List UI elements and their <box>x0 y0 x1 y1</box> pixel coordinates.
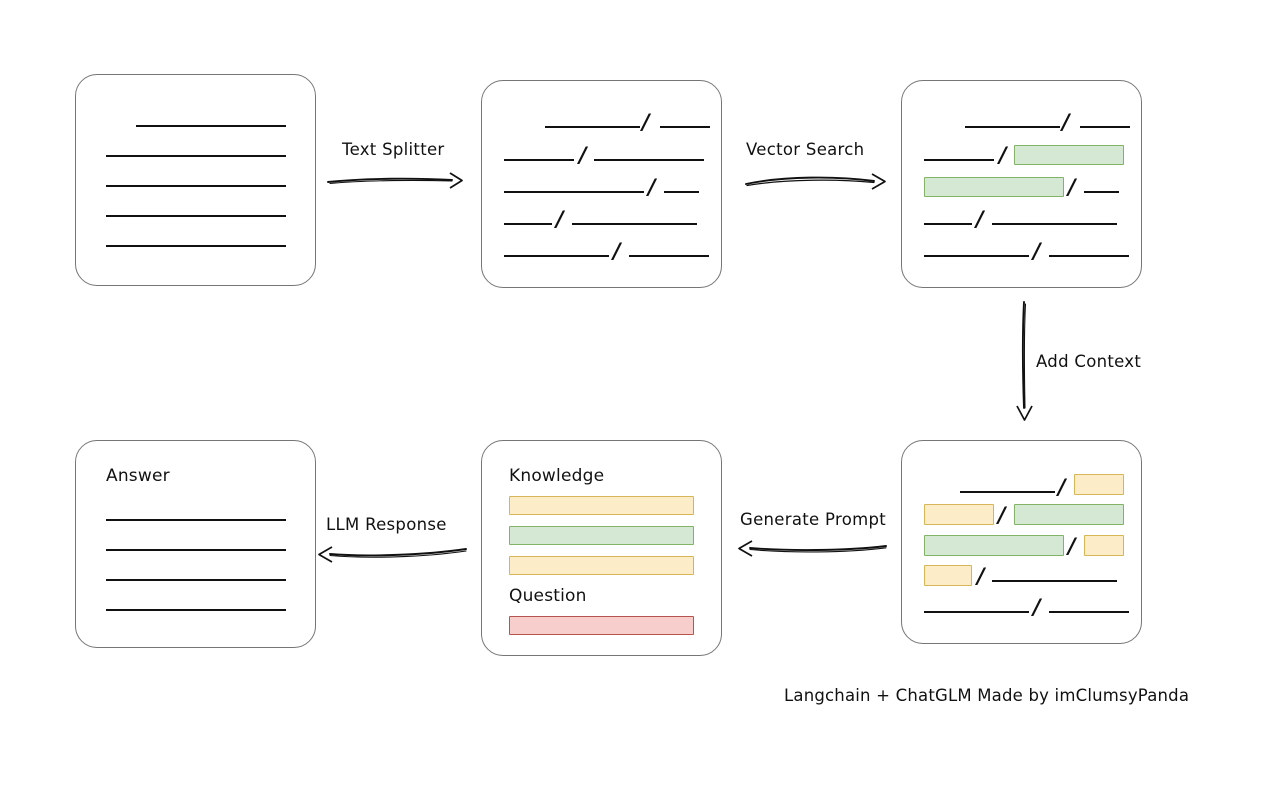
slash-separator: / <box>976 207 984 231</box>
chunk-line-left <box>504 223 552 225</box>
chunk-line-right <box>629 255 709 257</box>
arrow-generate-prompt: Generate Prompt <box>736 510 888 560</box>
credit-text: Langchain + ChatGLM Made by imClumsyPand… <box>784 686 1190 705</box>
chunk-bar-green <box>1014 145 1124 165</box>
arrow-text-splitter: Text Splitter <box>326 140 466 192</box>
knowledge-bar-green <box>509 526 694 545</box>
chunk-line-left <box>924 611 1029 613</box>
knowledge-label: Knowledge <box>509 466 605 486</box>
answer-box[interactable]: Answer <box>75 440 316 648</box>
chunk-line-right <box>1084 191 1119 193</box>
chunk-line-right <box>594 159 704 161</box>
chunk-line-right <box>992 223 1117 225</box>
source-document-box[interactable] <box>75 74 316 286</box>
arrow-add-context: Add Context <box>1000 300 1160 422</box>
chunk-bar-yellow <box>1084 535 1124 556</box>
chunk-line-right <box>1080 126 1130 128</box>
context-added-box[interactable]: / / / / / <box>901 440 1142 644</box>
chunk-line-left <box>504 191 644 193</box>
slash-separator: / <box>1068 534 1076 558</box>
chunk-line-left <box>924 159 994 161</box>
answer-label: Answer <box>106 466 170 486</box>
answer-line <box>106 549 286 551</box>
doc-line <box>106 245 286 247</box>
slash-separator: / <box>556 207 564 231</box>
chunk-line-left <box>965 126 1060 128</box>
knowledge-bar-yellow <box>509 496 694 515</box>
chunk-line-right <box>1049 611 1129 613</box>
slash-separator: / <box>648 175 656 199</box>
chunk-line-left <box>504 159 574 161</box>
question-bar-red <box>509 616 694 635</box>
arrow-label: LLM Response <box>326 515 447 534</box>
chunk-line-right <box>1049 255 1129 257</box>
vector-matches-box[interactable]: / / / / / <box>901 80 1142 288</box>
chunk-bar-green <box>1014 504 1124 525</box>
doc-line <box>106 185 286 187</box>
chunk-bar-yellow <box>924 565 972 586</box>
chunk-line-right <box>992 580 1117 582</box>
doc-line <box>106 215 286 217</box>
arrow-label: Text Splitter <box>342 140 445 159</box>
answer-line <box>106 609 286 611</box>
chunk-bar-green <box>924 535 1064 556</box>
chunk-line-left <box>924 255 1029 257</box>
knowledge-bar-yellow <box>509 556 694 575</box>
arrow-label: Generate Prompt <box>740 510 886 529</box>
doc-line <box>106 155 286 157</box>
slash-separator: / <box>1058 475 1066 499</box>
chunk-bar-yellow <box>1074 474 1124 495</box>
chunk-bar-green <box>924 177 1064 197</box>
arrow-label: Add Context <box>1036 352 1142 371</box>
chunk-line-right <box>660 126 710 128</box>
chunk-line-left <box>960 491 1055 493</box>
answer-line <box>106 579 286 581</box>
slash-separator: / <box>999 143 1007 167</box>
arrow-label: Vector Search <box>746 140 865 159</box>
chunk-line-left <box>545 126 640 128</box>
slash-separator: / <box>1033 239 1041 263</box>
slash-separator: / <box>579 143 587 167</box>
doc-line <box>136 125 286 127</box>
arrow-llm-response: LLM Response <box>318 515 468 565</box>
split-chunks-box[interactable]: / / / / / <box>481 80 722 288</box>
slash-separator: / <box>1033 595 1041 619</box>
slash-separator: / <box>977 564 985 588</box>
chunk-line-left <box>504 255 609 257</box>
chunk-bar-yellow <box>924 504 994 525</box>
question-label: Question <box>509 586 587 606</box>
arrow-vector-search: Vector Search <box>744 140 889 192</box>
slash-separator: / <box>998 503 1006 527</box>
chunk-line-right <box>572 223 697 225</box>
slash-separator: / <box>613 239 621 263</box>
slash-separator: / <box>642 110 650 134</box>
answer-line <box>106 519 286 521</box>
chunk-line-right <box>664 191 699 193</box>
prompt-box[interactable]: Knowledge Question <box>481 440 722 656</box>
slash-separator: / <box>1062 110 1070 134</box>
chunk-line-left <box>924 223 972 225</box>
slash-separator: / <box>1068 175 1076 199</box>
